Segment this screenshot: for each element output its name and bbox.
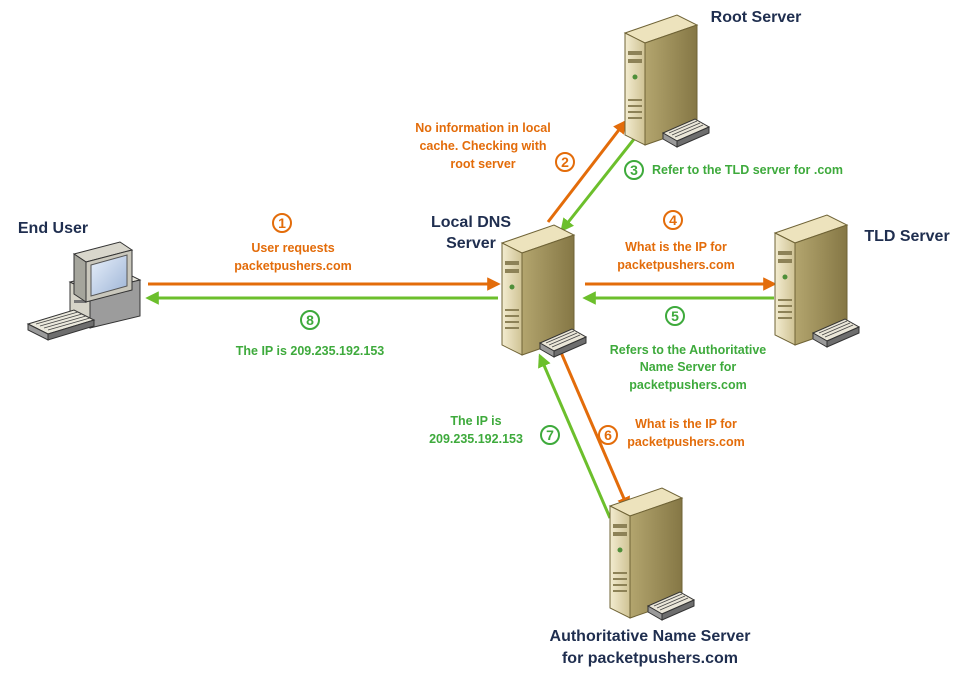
step-6-badge: 6: [598, 425, 618, 445]
step-3-text-line-1: Refer to the TLD server for .com: [652, 163, 843, 177]
step-7-text-line-2: 209.235.192.153: [429, 432, 523, 446]
end-user-label: End User: [18, 220, 88, 237]
step-1-text-line-1: User requests: [251, 241, 334, 255]
arrow-step-6: [558, 349, 630, 511]
step-7-text-line-1: The IP is: [450, 414, 501, 428]
svg-text:1: 1: [278, 215, 286, 231]
arrow-step-3: [560, 133, 640, 233]
step-1-badge: 1: [272, 213, 292, 233]
workstation-icon: [26, 241, 142, 341]
svg-text:4: 4: [669, 212, 677, 228]
svg-text:5: 5: [671, 308, 679, 324]
root-server-label: Root Server: [711, 9, 802, 26]
step-4-badge: 4: [663, 210, 683, 230]
step-2-text-line-3: root server: [450, 157, 515, 171]
step-8-text-line-1: The IP is 209.235.192.153: [236, 344, 385, 358]
arrow-step-2: [546, 119, 627, 223]
svg-text:2: 2: [561, 154, 569, 170]
tld-server-icon: [774, 214, 860, 348]
step-2-text-line-1: No information in local: [415, 121, 550, 135]
svg-text:8: 8: [306, 312, 314, 328]
step-3-badge: 3: [624, 160, 644, 180]
step-6-text-line-2: packetpushers.com: [627, 435, 744, 449]
step-4-text-line-2: packetpushers.com: [617, 258, 734, 272]
svg-text:7: 7: [546, 427, 554, 443]
root-server-icon: [624, 14, 710, 148]
step-5-badge: 5: [665, 306, 685, 326]
step-7-badge: 7: [540, 425, 560, 445]
step-5-text-line-2: Name Server for: [640, 360, 737, 374]
tld-server-label: TLD Server: [864, 228, 949, 245]
local-dns-server-icon: [501, 224, 587, 358]
step-2-badge: 2: [555, 152, 575, 172]
authoritative-label-line-1: Authoritative Name Server: [550, 628, 751, 645]
step-8-badge: 8: [300, 310, 320, 330]
step-1-text-line-2: packetpushers.com: [234, 259, 351, 273]
arrow-step-7: [538, 353, 612, 519]
authoritative-server-icon: [609, 487, 695, 621]
authoritative-label-line-2: for packetpushers.com: [562, 650, 738, 667]
step-2-text-line-2: cache. Checking with: [419, 139, 546, 153]
local-dns-label-line-1: Local DNS: [431, 214, 511, 231]
local-dns-label-line-2: Server: [446, 235, 496, 252]
step-5-text-line-3: packetpushers.com: [629, 378, 746, 392]
step-6-text-line-1: What is the IP for: [635, 417, 737, 431]
svg-text:6: 6: [604, 427, 612, 443]
svg-text:3: 3: [630, 162, 638, 178]
step-5-text-line-1: Refers to the Authoritative: [610, 343, 767, 357]
step-4-text-line-1: What is the IP for: [625, 240, 727, 254]
